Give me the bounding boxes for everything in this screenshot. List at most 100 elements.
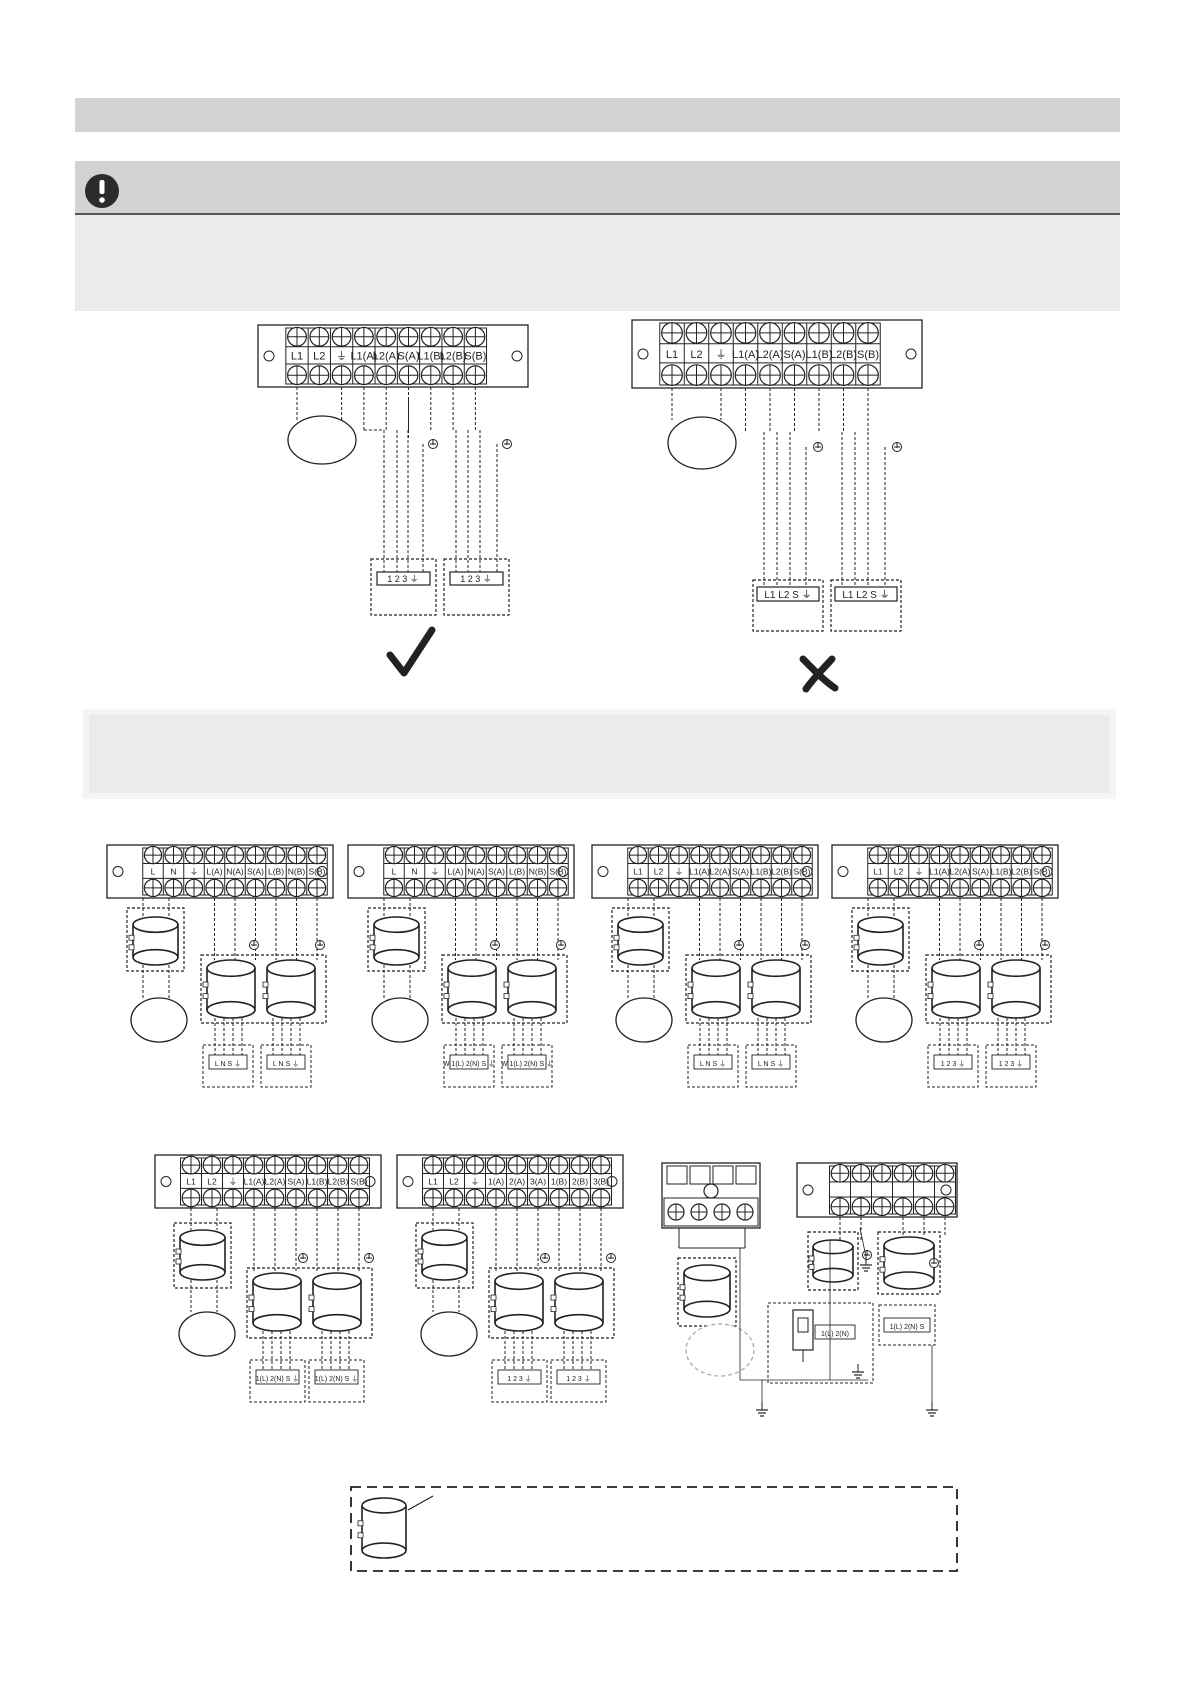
terminal-label: 3(A) <box>530 1177 546 1187</box>
cylinder-top <box>507 959 557 978</box>
indoor-unit-box <box>308 1359 365 1403</box>
indoor-terminal-strip <box>933 1054 973 1070</box>
terminal-cap <box>735 1165 757 1185</box>
cable-shield-icon <box>550 1272 604 1332</box>
cylinder-bottom <box>554 1313 604 1332</box>
cable-shield-icon <box>202 959 256 1019</box>
mounting-hole <box>160 1176 172 1187</box>
cylinder-tab <box>248 1306 255 1313</box>
indoor-terminal-label: 1(L) 2(N) <box>821 1331 849 1338</box>
cable-shield-icon <box>175 1229 226 1281</box>
cable-shield-icon <box>687 959 741 1019</box>
terminal-label: L2(B) <box>1011 867 1032 877</box>
cylinder-tab <box>128 934 135 941</box>
cylinder-bottom <box>507 1000 557 1019</box>
cylinder-tab <box>417 1248 424 1255</box>
cable-shield-icon <box>613 916 664 966</box>
terminal-label: S(A) <box>488 867 505 877</box>
indoor-terminal-strip <box>208 1054 248 1070</box>
terminal-label: ⏚ <box>716 348 727 361</box>
breaker-lever <box>797 1317 809 1333</box>
indoor-unit-box-b <box>443 558 510 616</box>
cylinder-top <box>857 916 904 934</box>
terminal-label: 3(B) <box>593 1177 609 1187</box>
shield-frame <box>488 1267 615 1339</box>
cylinder-top <box>991 959 1041 978</box>
indoor-terminal-label: L N S ⏚ <box>758 1060 784 1068</box>
cylinder-tab <box>175 1258 182 1265</box>
indoor-unit-box <box>491 1359 548 1403</box>
terminal-label: L1(B) <box>307 1177 328 1187</box>
shield-frame <box>173 1222 232 1289</box>
indoor-unit-box <box>550 1359 607 1403</box>
shield-frame <box>925 954 1052 1024</box>
legend-box <box>350 1486 958 1572</box>
cylinder-top <box>494 1272 544 1291</box>
indoor-unit-box <box>260 1044 312 1088</box>
indoor-unit-box-b <box>830 579 902 632</box>
terminal-label: L2 <box>654 867 664 877</box>
cable-shield-icon <box>262 959 316 1019</box>
terminal-label: S(B) <box>1034 867 1051 877</box>
indoor-terminal-strip <box>834 586 898 602</box>
indoor-terminal-strip <box>449 1054 489 1070</box>
cylinder-bottom <box>812 1267 854 1283</box>
terminal-label: L(A) <box>206 867 222 877</box>
cable-shield-icon <box>853 916 904 966</box>
cylinder-bottom <box>447 1000 497 1019</box>
indoor-unit-box-b <box>878 1304 936 1346</box>
cylinder-tab <box>747 993 754 1000</box>
cylinder-top <box>447 959 497 978</box>
terminal-label: S(A) <box>732 867 749 877</box>
terminal-cap <box>666 1165 688 1185</box>
terminal-label: L1(A) <box>732 349 759 361</box>
cylinder-tab <box>679 1284 686 1291</box>
indoor-terminal-label: 1(L) 2(N) S ⏚ <box>256 1375 300 1383</box>
indoor-terminal-label: L1 L2 S ⏚ <box>764 589 811 601</box>
cylinder-tab <box>202 993 209 1000</box>
indoor-terminal-label: 1 2 3 ⏚ <box>999 1060 1024 1068</box>
terminal-label: 2(B) <box>572 1177 588 1187</box>
indoor-terminal-label: 1 2 3 ⏚ <box>460 574 492 584</box>
terminal-label: 1(B) <box>551 1177 567 1187</box>
indoor-terminal-strip <box>991 1054 1031 1070</box>
cylinder-top <box>683 1264 731 1282</box>
cylinder-top <box>421 1229 468 1247</box>
terminal-label: L2(A) <box>265 1177 286 1187</box>
cable-shield-icon <box>308 1272 362 1332</box>
terminal-label: L2 <box>207 1177 217 1187</box>
cylinder-tab <box>687 981 694 988</box>
terminal-label: N <box>170 867 176 877</box>
terminal-label: L1(A) <box>689 867 710 877</box>
power-supply-oval <box>178 1311 236 1357</box>
cylinder-tab <box>443 981 450 988</box>
indoor-terminal-label: L N S ⏚ <box>700 1060 726 1068</box>
cylinder-top <box>132 916 179 934</box>
indoor-terminal-label: L N S ⏚ <box>215 1060 241 1068</box>
terminal-label: 2(A) <box>509 1177 525 1187</box>
cable-shield-icon <box>369 916 420 966</box>
cylinder-bottom <box>683 1300 731 1318</box>
indoor-terminal-strip <box>814 1324 856 1340</box>
cylinder-tab <box>262 993 269 1000</box>
terminal-label: S(A) <box>398 351 420 363</box>
cylinder-top <box>373 916 420 934</box>
cylinder-tab <box>262 981 269 988</box>
terminal-label: N(A) <box>467 867 485 877</box>
cylinder-tab <box>357 1520 364 1527</box>
terminal-label: S(B) <box>857 349 879 361</box>
indoor-unit-box <box>249 1359 306 1403</box>
cylinder-tab <box>613 934 620 941</box>
cylinder-top <box>751 959 801 978</box>
terminal-label: L2(B) <box>830 349 857 361</box>
cylinder-tab <box>490 1306 497 1313</box>
indoor-terminal-label: 1 2 3 ⏚ <box>566 1375 591 1383</box>
terminal-block-frame <box>591 844 819 899</box>
cylinder-tab <box>128 944 135 951</box>
indoor-terminal-strip <box>449 571 504 586</box>
terminal-label: ⏚ <box>336 350 347 363</box>
cylinder-tab <box>357 1532 364 1539</box>
cylinder-bottom <box>751 1000 801 1019</box>
terminal-label: ⏚ <box>229 1177 238 1187</box>
